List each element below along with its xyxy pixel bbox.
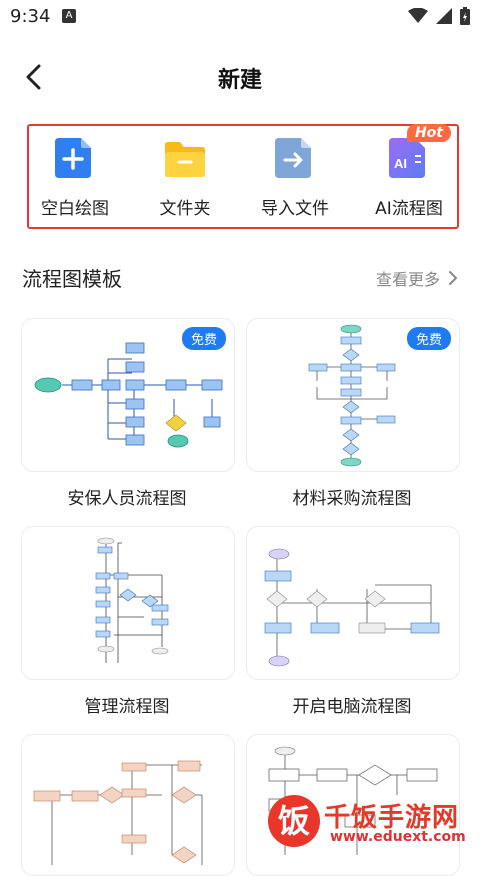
- flowchart-thumbnail: [308, 324, 396, 467]
- quick-action-label: AI流程图: [375, 199, 443, 219]
- signal-icon: [436, 8, 452, 24]
- import-file-icon: [275, 138, 315, 178]
- quick-action-label: 导入文件: [261, 199, 329, 219]
- status-bar: 9:34 A: [0, 0, 480, 34]
- blank-diagram-button[interactable]: 空白绘图: [25, 138, 125, 219]
- wifi-icon: [408, 8, 428, 23]
- quick-action-label: 空白绘图: [41, 199, 109, 219]
- chevron-right-icon: [449, 271, 458, 285]
- template-card[interactable]: [246, 526, 460, 680]
- quick-action-label: 文件夹: [159, 199, 211, 219]
- template-name: 开启电脑流程图: [292, 697, 412, 717]
- page-title: 新建: [217, 68, 262, 93]
- ai-flowchart-icon: AI: [389, 138, 429, 178]
- template-card[interactable]: [21, 526, 235, 680]
- watermark-text: 千饭手游网: [324, 803, 460, 833]
- flowchart-thumbnail: [34, 342, 223, 448]
- flowchart-thumbnail: [95, 537, 169, 663]
- free-badge: 免费: [181, 327, 226, 350]
- blank-diagram-icon: [55, 138, 95, 178]
- flowchart-thumbnail: [264, 548, 440, 667]
- back-arrow-icon[interactable]: [20, 62, 50, 92]
- templates-section-title: 流程图模板: [22, 267, 122, 291]
- template-name: 管理流程图: [84, 697, 170, 717]
- template-card[interactable]: 免费: [21, 318, 235, 472]
- flowchart-thumbnail: [33, 760, 203, 865]
- app-notification-icon: A: [62, 9, 76, 23]
- folder-button[interactable]: 文件夹: [135, 138, 235, 219]
- ai-flowchart-button[interactable]: AI AI流程图: [359, 138, 459, 219]
- free-badge: 免费: [406, 327, 451, 350]
- quick-actions-panel: 空白绘图 文件夹 导入文件 AI AI流程图 Hot: [27, 124, 459, 229]
- watermark-url: www.eduext.com: [330, 829, 466, 845]
- template-name: 安保人员流程图: [67, 489, 187, 509]
- view-more-link[interactable]: 查看更多: [376, 266, 458, 290]
- watermark-logo: 饭: [268, 795, 320, 847]
- watermark: 饭 千饭手游网 www.eduext.com: [268, 795, 473, 851]
- view-more-label: 查看更多: [375, 270, 440, 289]
- svg-text:AI: AI: [394, 156, 407, 171]
- battery-icon: [460, 7, 470, 25]
- app-header: 新建: [0, 52, 480, 102]
- import-file-button[interactable]: 导入文件: [245, 138, 345, 219]
- template-name: 材料采购流程图: [292, 489, 412, 509]
- status-icons: [408, 7, 470, 25]
- hot-badge: Hot: [406, 124, 451, 142]
- status-time: 9:34: [10, 6, 51, 27]
- template-card[interactable]: 免费: [246, 318, 460, 472]
- folder-icon: [165, 138, 205, 178]
